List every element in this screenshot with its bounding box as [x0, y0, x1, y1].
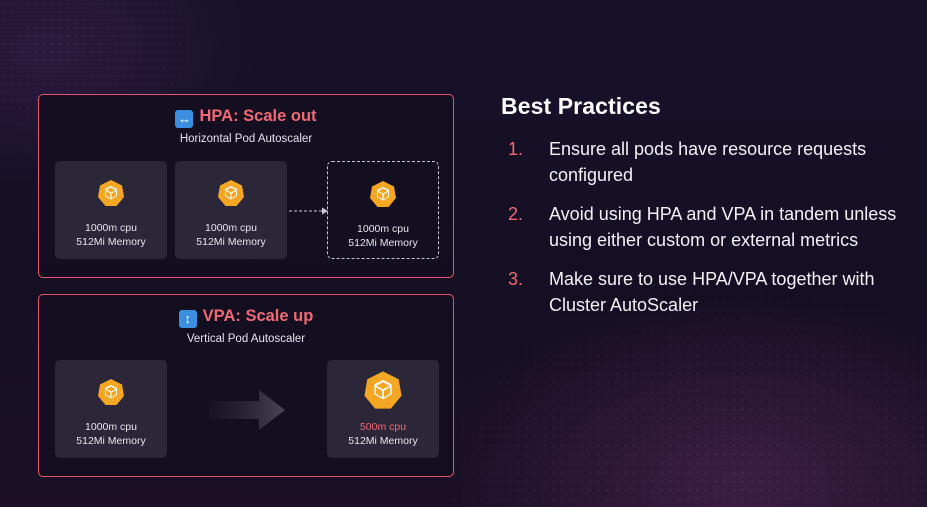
- pod-cpu: 1000m cpu: [85, 222, 137, 234]
- vpa-title: ↕ VPA: Scale up: [39, 307, 453, 328]
- pod-cpu: 1000m cpu: [85, 421, 137, 433]
- vpa-pod-card-scaled: 500m cpu 512Mi Memory: [327, 360, 439, 458]
- vpa-title-text: VPA: Scale up: [202, 307, 314, 325]
- item-text: Make sure to use HPA/VPA together with C…: [549, 269, 875, 315]
- pod-cpu: 1000m cpu: [205, 222, 257, 234]
- hpa-pod-card-1: 1000m cpu 512Mi Memory: [55, 161, 167, 259]
- dashed-arrow-icon: [289, 207, 328, 215]
- pod-icon-large: [363, 370, 403, 415]
- left-right-arrow-icon: ↔: [175, 110, 194, 128]
- hpa-pod-card-2: 1000m cpu 512Mi Memory: [175, 161, 287, 259]
- vpa-pod-card-original: 1000m cpu 512Mi Memory: [55, 360, 167, 458]
- pod-icon: [97, 378, 125, 411]
- hpa-pod-card-new: 1000m cpu 512Mi Memory: [327, 161, 439, 259]
- item-number: 3.: [508, 269, 524, 289]
- scale-up-arrow-icon: [209, 390, 285, 430]
- vpa-subtitle: Vertical Pod Autoscaler: [186, 333, 306, 345]
- best-practices-list: 1. Ensure all pods have resource request…: [508, 137, 918, 332]
- pod-icon: [369, 180, 397, 213]
- hpa-title-text: HPA: Scale out: [199, 107, 317, 125]
- best-practice-item: 3. Make sure to use HPA/VPA together wit…: [508, 267, 918, 318]
- pod-icon: [217, 179, 245, 212]
- vpa-panel: ↕ VPA: Scale up Vertical Pod Autoscaler 1…: [38, 294, 454, 477]
- item-number: 2.: [508, 204, 524, 224]
- pod-icon: [97, 179, 125, 212]
- pod-cpu: 500m cpu: [327, 420, 439, 434]
- pod-memory: 512Mi Memory: [348, 435, 418, 447]
- pod-memory: 512Mi Memory: [76, 435, 146, 447]
- pod-cpu-highlight: 500m cpu: [359, 421, 407, 433]
- pod-memory: 512Mi Memory: [76, 236, 146, 248]
- item-number: 1.: [508, 139, 524, 159]
- item-text: Ensure all pods have resource requests c…: [549, 139, 867, 185]
- best-practices-title: Best Practices: [501, 93, 661, 119]
- best-practice-item: 2. Avoid using HPA and VPA in tandem unl…: [508, 202, 918, 253]
- item-text: Avoid using HPA and VPA in tandem unless…: [549, 204, 897, 250]
- hpa-title: ↔ HPA: Scale out: [39, 107, 453, 128]
- hpa-subtitle: Horizontal Pod Autoscaler: [179, 133, 313, 145]
- hpa-panel: ↔ HPA: Scale out Horizontal Pod Autoscale…: [38, 94, 454, 278]
- best-practice-item: 1. Ensure all pods have resource request…: [508, 137, 918, 188]
- pod-memory: 512Mi Memory: [348, 237, 418, 249]
- up-down-arrow-icon: ↕: [178, 310, 197, 328]
- pod-memory: 512Mi Memory: [196, 236, 266, 248]
- pod-cpu: 1000m cpu: [357, 223, 409, 235]
